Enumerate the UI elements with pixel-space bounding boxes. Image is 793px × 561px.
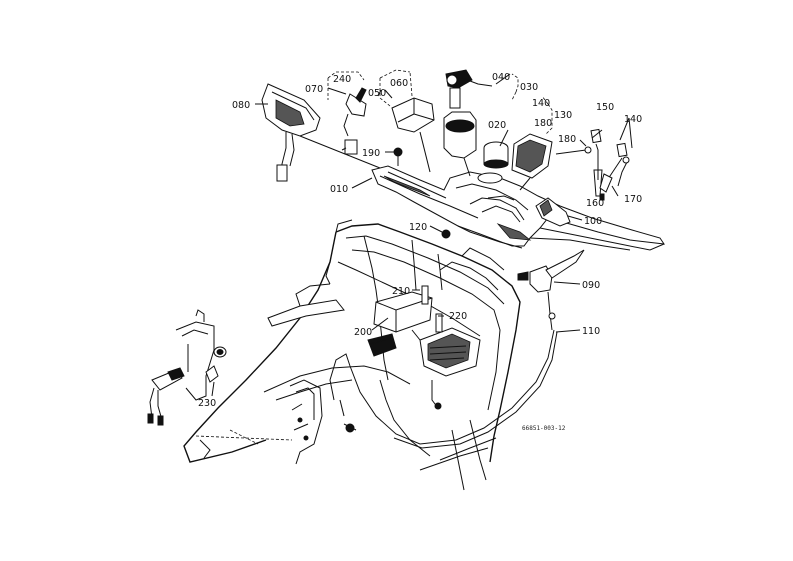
instrument-panel (371, 165, 666, 251)
relay-200 (367, 285, 481, 410)
callout-080: 080 (232, 100, 250, 111)
callout-030: 030 (520, 82, 538, 93)
callout-100: 100 (584, 216, 602, 227)
leader-lines (211, 69, 633, 397)
callout-040: 040 (492, 72, 510, 83)
callout-060: 060 (390, 78, 408, 89)
callout-110: 110 (582, 326, 600, 337)
callout-130: 130 (554, 110, 572, 121)
callout-210: 210 (392, 286, 410, 297)
socket-060 (391, 97, 435, 173)
indicator-bulbs (555, 128, 630, 201)
callout-180-b: 180 (558, 134, 576, 145)
callout-010: 010 (330, 184, 348, 195)
callout-160: 160 (586, 198, 604, 209)
gauge-020 (483, 141, 509, 169)
main-frame (183, 219, 521, 491)
meter-130 (511, 133, 553, 191)
callout-120: 120 (409, 222, 427, 233)
switch-070 (343, 87, 403, 166)
lamp-080 (261, 83, 381, 182)
sensor-230 (147, 309, 357, 465)
callout-230: 230 (198, 398, 216, 409)
key-switch-030 (443, 69, 493, 177)
callout-150: 150 (596, 102, 614, 113)
callout-190: 190 (362, 148, 380, 159)
callout-140-b: 140 (624, 114, 642, 125)
callout-240: 240 (333, 74, 351, 85)
callout-140-a: 140 (532, 98, 550, 109)
part-100 (535, 197, 571, 227)
callout-labels: 080 070 240 050 060 190 010 040 030 020 … (198, 72, 642, 432)
callout-170: 170 (624, 194, 642, 205)
callout-220: 220 (449, 311, 467, 322)
nut-120 (441, 229, 451, 239)
callout-070: 070 (305, 84, 323, 95)
callout-180-a: 180 (534, 118, 552, 129)
drawing-reference-code: 66851-003-12 (522, 425, 566, 432)
callout-020: 020 (488, 120, 506, 131)
callout-200: 200 (354, 327, 372, 338)
callout-050: 050 (368, 88, 386, 99)
callout-090: 090 (582, 280, 600, 291)
cable-110 (329, 291, 558, 449)
throttle-090 (517, 249, 585, 293)
